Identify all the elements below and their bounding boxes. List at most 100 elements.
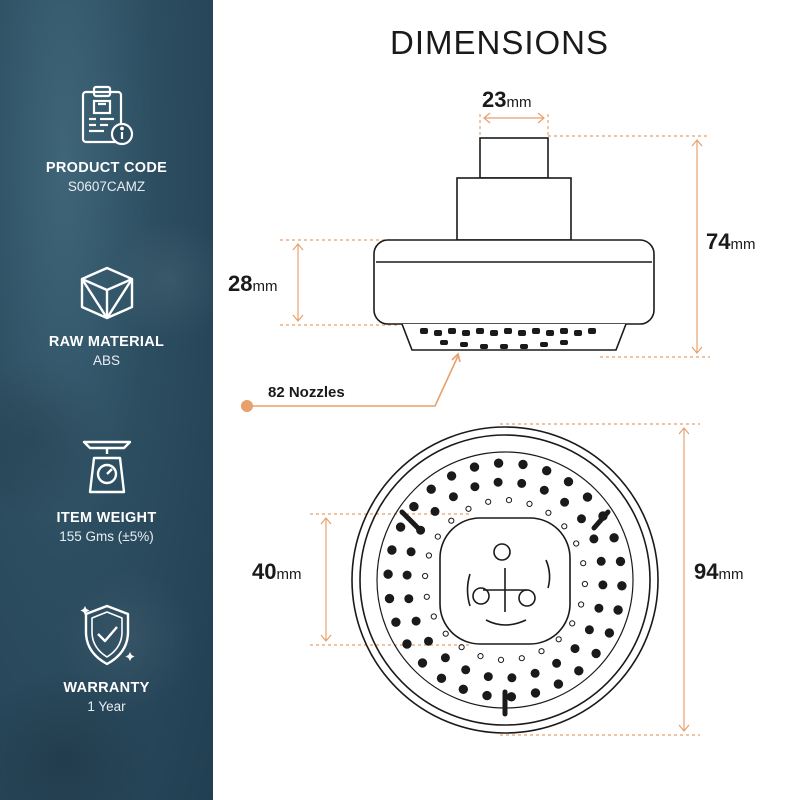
spec-value: 155 Gms (±5%) <box>59 529 154 544</box>
nozzle-dot <box>578 601 585 608</box>
nozzle-dot <box>538 648 545 655</box>
nozzle-dot <box>598 511 608 521</box>
dim-face-height: 28mm <box>228 271 278 296</box>
nozzle-dot <box>615 556 626 567</box>
nozzle-dot <box>448 517 455 524</box>
nozzle-dot <box>563 477 574 487</box>
spec-item-weight: ITEM WEIGHT 155 Gms (±5%) <box>0 434 213 544</box>
dimension-guides <box>247 112 710 736</box>
nozzle-dot <box>448 492 458 502</box>
nozzle-dot <box>596 556 606 566</box>
nozzle-dot <box>482 690 492 701</box>
nozzle-dot <box>594 603 604 613</box>
nozzle-dot <box>469 462 480 472</box>
nozzle-dot <box>461 665 471 675</box>
nozzle-dot <box>518 459 528 470</box>
nozzle-dot <box>542 466 552 476</box>
nozzle-dot <box>584 625 594 635</box>
spec-label: ITEM WEIGHT <box>56 510 157 526</box>
nozzle-dot <box>424 636 433 646</box>
nozzle-dot <box>560 497 570 507</box>
nozzle-dot <box>555 636 562 643</box>
nozzle-dot <box>409 501 419 512</box>
nozzle-dot <box>580 560 587 567</box>
shield-check-icon <box>80 604 134 666</box>
spec-value: 1 Year <box>87 699 126 714</box>
nozzle-dot <box>507 673 517 683</box>
nozzle-dot <box>423 593 430 600</box>
nozzle-dot <box>477 653 484 660</box>
nozzle-dot <box>430 613 437 620</box>
nozzles-label: 82 Nozzles <box>268 384 345 401</box>
nozzle-dot <box>569 620 576 627</box>
nozzle-dot <box>577 514 586 524</box>
nozzle-dots <box>383 458 627 702</box>
side-view <box>373 137 655 351</box>
nozzle-dot <box>598 580 608 590</box>
spec-warranty: WARRANTY 1 Year <box>0 600 213 714</box>
spec-value: S0607CAMZ <box>67 179 146 194</box>
nozzle-dot <box>483 672 493 682</box>
nozzle-dot <box>591 648 601 659</box>
nozzle-dot <box>505 497 513 504</box>
clipboard-info-icon <box>81 85 133 146</box>
nozzle-dot <box>402 639 412 649</box>
nozzle-dot <box>404 594 414 604</box>
nozzle-dot <box>613 605 623 615</box>
spec-label: PRODUCT CODE <box>45 160 168 176</box>
nozzle-dot <box>573 540 580 547</box>
nozzle-dot <box>411 616 421 626</box>
nozzle-dot <box>416 525 426 535</box>
spec-raw-material: RAW MATERIAL ABS <box>0 262 213 368</box>
nozzle-dot <box>506 692 517 702</box>
spec-label: RAW MATERIAL <box>48 334 165 350</box>
nozzle-dot <box>458 644 465 651</box>
nozzle-dot <box>552 658 562 668</box>
spec-sidebar: PRODUCT CODE S0607CAMZ RAW MATERIAL ABS … <box>0 0 213 800</box>
nozzle-dot <box>426 484 436 494</box>
nozzle-dot <box>425 552 432 559</box>
nozzle-dot <box>384 593 395 604</box>
dim-top-width: 23mm <box>482 87 532 112</box>
nozzle-dot <box>617 581 627 591</box>
nozzle-dot <box>517 478 527 488</box>
nozzle-dot <box>581 580 589 588</box>
nozzle-dot <box>497 656 505 664</box>
nozzle-dot <box>604 628 615 638</box>
nozzle-dot <box>589 534 599 544</box>
nozzle-dot <box>530 668 540 678</box>
nozzle-dot <box>430 506 440 516</box>
nozzle-dot <box>493 458 504 468</box>
nozzle-dot <box>539 485 549 495</box>
nozzle-dot <box>470 482 480 492</box>
spec-label: WARRANTY <box>63 680 150 696</box>
nozzle-dot <box>545 509 552 516</box>
front-view <box>351 426 659 734</box>
weighing-scale-icon <box>82 440 131 494</box>
cube-icon <box>80 266 133 320</box>
nozzle-dot <box>442 630 449 637</box>
nozzle-dot <box>465 505 472 512</box>
nozzle-dot <box>526 500 533 507</box>
spec-product-code: PRODUCT CODE S0607CAMZ <box>0 84 213 194</box>
nozzle-dot <box>406 547 416 557</box>
nozzle-dot <box>446 471 457 481</box>
nozzle-dot <box>493 477 503 487</box>
nozzle-dot <box>434 533 441 540</box>
nozzle-dot <box>485 498 492 505</box>
nozzle-dot <box>417 658 428 668</box>
nozzle-dot <box>402 570 412 580</box>
nozzle-dot <box>574 666 584 676</box>
spec-value: ABS <box>92 353 120 368</box>
nozzle-marker-dot <box>241 400 253 412</box>
nozzle-dot <box>395 522 406 532</box>
nozzle-dot <box>582 492 593 502</box>
nozzle-dot <box>436 673 447 683</box>
dim-inner-diameter: 40mm <box>252 559 302 584</box>
nozzle-dot <box>518 655 525 662</box>
nozzle-dot <box>561 523 568 530</box>
nozzle-dot <box>391 617 401 627</box>
nozzle-dot <box>553 679 564 689</box>
nozzle-dot <box>530 688 541 698</box>
nozzle-dot <box>609 533 619 543</box>
